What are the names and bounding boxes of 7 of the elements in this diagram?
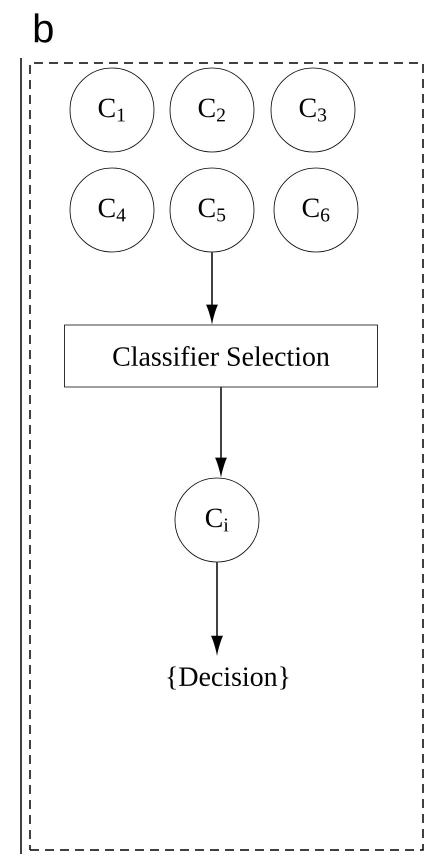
arrow bbox=[215, 387, 227, 475]
arrow bbox=[211, 562, 223, 653]
output-text: {Decision} bbox=[168, 666, 288, 690]
dashed-frame bbox=[29, 62, 424, 851]
process-box: Classifier Selection bbox=[64, 324, 378, 388]
arrow bbox=[206, 252, 218, 322]
panel-letter: b bbox=[34, 13, 53, 43]
